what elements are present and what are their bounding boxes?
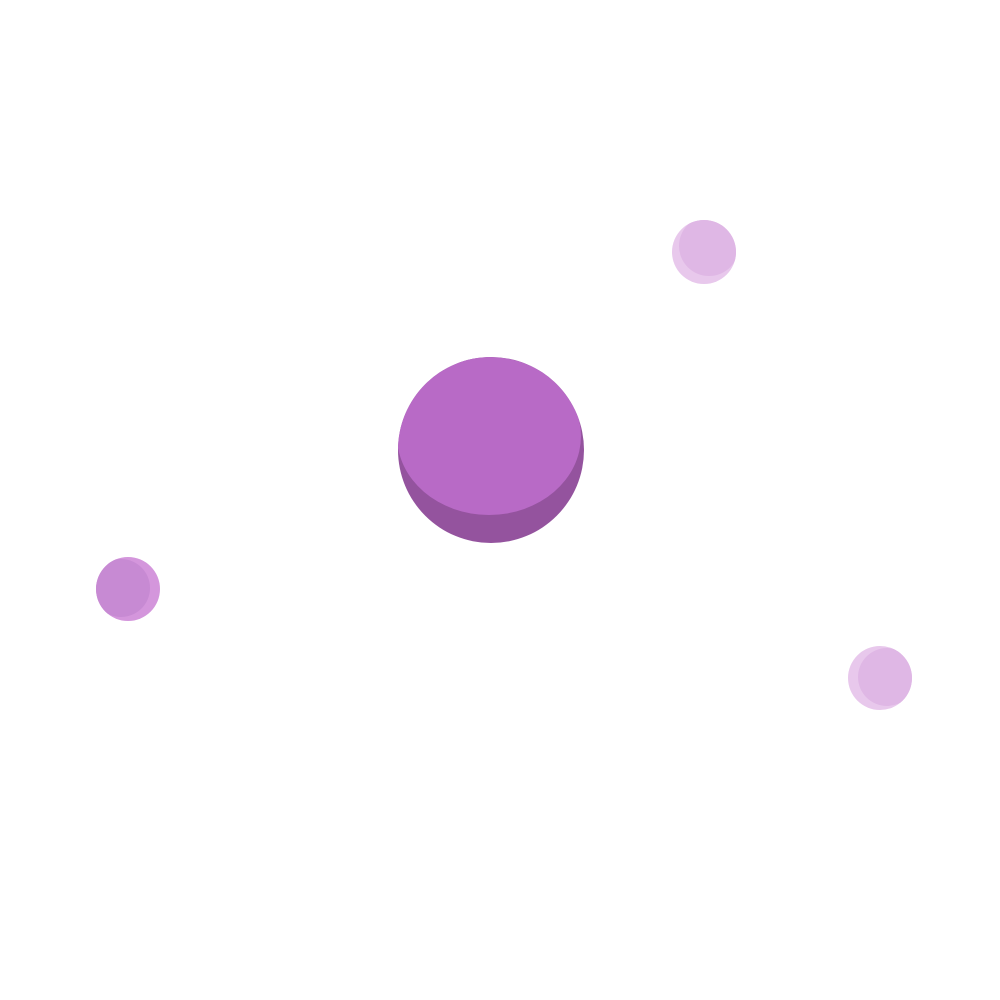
- player-cell[interactable]: [397, 357, 584, 543]
- orb-left[interactable]: [92, 557, 160, 621]
- orb-highlight: [679, 220, 736, 276]
- orb-bottom-right[interactable]: [848, 646, 916, 710]
- orb-top-right[interactable]: [672, 216, 739, 284]
- orb-highlight: [96, 559, 150, 617]
- player-cell-highlight: [398, 357, 581, 515]
- orb-highlight: [858, 648, 912, 706]
